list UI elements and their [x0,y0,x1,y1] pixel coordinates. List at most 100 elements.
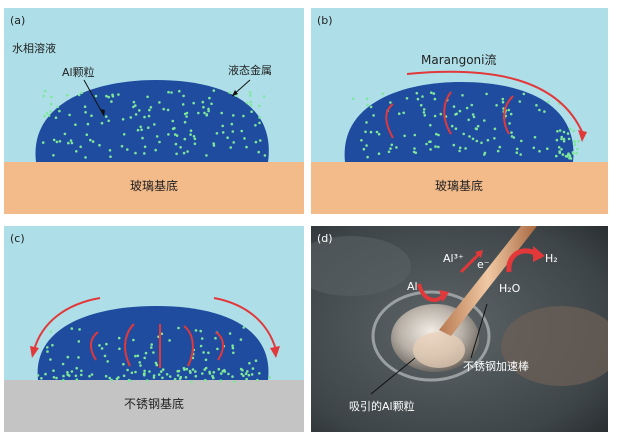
al-particle-dot [433,97,437,101]
al-particle-dot [52,376,56,379]
al-particle-dot [159,370,163,373]
particle-label: Al颗粒 [62,65,95,79]
al-particle-dot [205,113,209,116]
al-particle-dot [231,375,234,378]
al-particle-dot [413,147,416,150]
al-particle-dot [468,135,471,138]
al-particle-dot [181,103,185,106]
electron-arrow-head [475,250,483,258]
al-particle-dot [245,377,248,381]
al-particle-dot [429,148,432,151]
al-particle-dot [136,354,140,358]
al-particle-dot [74,123,77,126]
al-particle-dot [495,104,498,107]
al-particle-dot [67,141,70,145]
al-particle-dot [49,330,53,333]
al-particle-dot [560,148,563,151]
al-particle-dot [161,376,164,380]
al-particle-dot [362,147,366,151]
al-particle-dot [194,329,198,332]
al-particle-dot [154,148,157,152]
al-particle-dot [192,135,196,138]
al-particle-dot [165,373,169,376]
al-particle-dot [452,105,456,108]
right-flow-arrow [213,297,277,351]
al-particle-dot [439,112,443,116]
al-particle-dot [210,102,213,106]
al-particle-dot [475,127,478,131]
al-particle-dot [176,369,179,373]
al-particle-dot [49,102,53,106]
al-particle-dot [419,103,423,107]
particle-pointer-head [100,109,105,116]
al-particle-dot [132,100,136,104]
al-particle-dot [395,146,398,149]
internal-flow-arrow [443,91,452,135]
al-particle-dot [83,105,87,108]
al-particle-dot [452,143,456,147]
al-particle-dot [475,139,479,143]
al-particle-dot [389,101,392,104]
al-particle-dot [412,150,416,154]
glass-substrate [4,162,304,214]
al-particle-dot [202,105,205,109]
al-particle-dot [403,134,406,138]
al-particle-dot [575,151,578,155]
al-particle-dot [170,91,173,94]
al-particle-dot [98,344,101,347]
al-particle-dot [45,112,49,115]
al-particle-dot [203,111,206,115]
al-particle-dot [200,337,204,340]
al-particle-dot [122,133,126,136]
al-particle-dot [519,153,522,156]
al-particle-dot [78,328,81,331]
al-particle-dot [66,93,69,97]
al-particle-dot [70,141,74,145]
al-particle-dot [232,141,235,144]
al-particle-dot [52,369,55,372]
internal-flow-arrow [90,331,99,361]
al-particle-dot [364,130,367,134]
panel-tag: (b) [317,14,333,27]
liquid-metal-droplet [344,82,574,162]
al-particle-dot [558,129,562,132]
al-particle-dot [538,108,541,112]
container-ring [371,290,491,382]
al-particle-dot [510,135,514,138]
al-particle-dot [458,146,462,150]
al-particle-dot [110,100,113,103]
al-particle-dot [250,373,254,376]
al-particle-dot [555,154,558,158]
al-particle-dot [230,122,234,126]
al-particle-dot [160,332,164,336]
al-particle-dot [106,360,109,363]
al-particle-dot [258,372,261,375]
al-particle-dot [103,354,107,358]
al-particle-dot [91,140,95,143]
panel-tag: (c) [10,232,25,245]
al-particle-dot [132,105,135,109]
al-particle-dot [49,110,52,113]
electron-label: e⁻ [477,258,490,271]
al-particle-dot [472,115,476,119]
al-particle-dot [515,147,519,151]
al-particle-dot [110,378,113,382]
al-particle-dot [462,132,465,136]
al-particle-dot [573,143,577,147]
al-particle-dot [148,370,151,373]
al-particle-dot [143,115,146,119]
al-particle-dot [576,147,579,151]
al-particle-dot [171,127,175,131]
al-particle-dot [147,126,150,129]
al-particle-dot [107,95,110,99]
al-particle-dot [562,139,566,143]
al-particle-dot [86,122,90,126]
al-particle-dot [465,106,469,110]
internal-flow-arrow [124,323,135,367]
al-particle-dot [467,118,470,122]
al-particle-dot [207,351,210,355]
right-arrow-head [270,346,280,358]
internal-flow-arrow [215,331,224,361]
al-particle-dot [212,371,216,374]
al-particle-dot [183,112,187,116]
